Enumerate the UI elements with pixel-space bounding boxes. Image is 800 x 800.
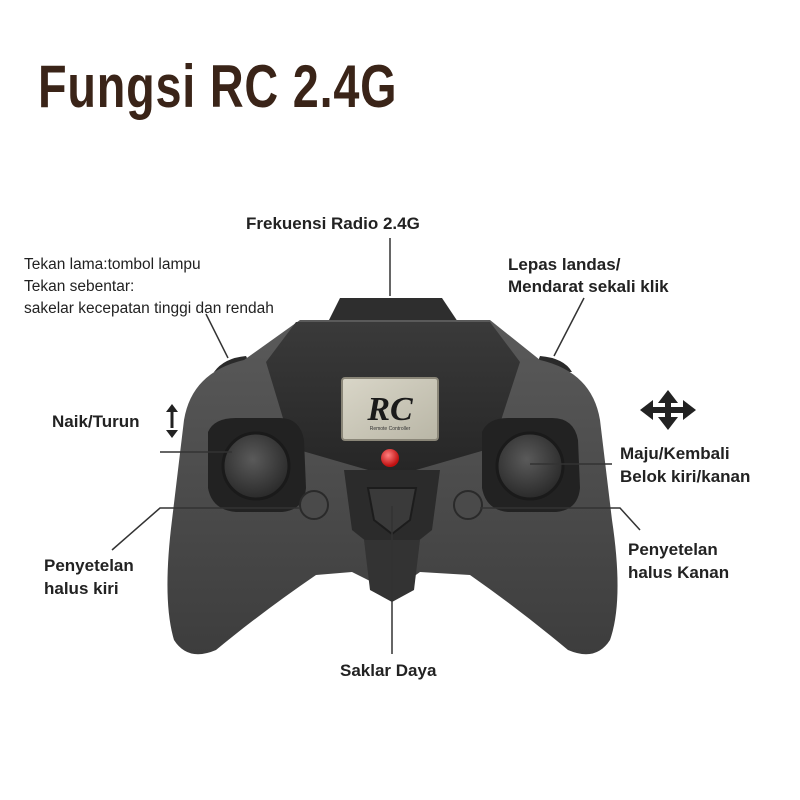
takeoff-leader <box>553 297 585 357</box>
power-led <box>381 449 399 467</box>
screen-logo: RC <box>366 391 413 428</box>
takeoff-label-line1: Lepas landas/ <box>508 255 621 274</box>
remote-controller: RC Remote Controller <box>167 298 618 655</box>
trim-right-leader <box>480 507 641 531</box>
forward-label-line2: Belok kiri/kanan <box>620 467 751 486</box>
left-joystick <box>208 418 306 512</box>
long-press-label-line2: Tekan sebentar: <box>24 278 135 295</box>
trim-left-leader <box>111 507 300 551</box>
long-press-label-line1: Tekan lama:tombol lampu <box>24 256 201 273</box>
frequency-label: Frekuensi Radio 2.4G <box>246 214 420 233</box>
up-down-arrow-icon <box>166 404 178 438</box>
takeoff-label-line2: Mendarat sekali klik <box>508 277 669 296</box>
right-trim-button <box>453 490 483 520</box>
long-press-leader <box>205 313 229 359</box>
up-down-label: Naik/Turun <box>52 412 140 431</box>
leader-lines <box>111 238 641 654</box>
trim-left-label-line1: Penyetelan <box>44 556 134 575</box>
long-press-label-line3: sakelar kecepatan tinggi dan rendah <box>24 300 274 317</box>
trim-left-label-line2: halus kiri <box>44 579 119 598</box>
right-joystick <box>482 418 580 512</box>
power-label: Saklar Daya <box>340 661 437 680</box>
page-title: Fungsi RC 2.4G <box>38 53 398 120</box>
left-trim-button <box>299 490 329 520</box>
trim-right-label-line2: halus Kanan <box>628 563 730 582</box>
four-way-arrow-icon <box>640 390 696 430</box>
forward-label-line1: Maju/Kembali <box>620 444 730 463</box>
screen-panel <box>341 377 439 441</box>
trim-right-label-line1: Penyetelan <box>628 540 718 559</box>
screen-caption: Remote Controller <box>370 426 411 432</box>
antenna-housing <box>328 298 458 322</box>
